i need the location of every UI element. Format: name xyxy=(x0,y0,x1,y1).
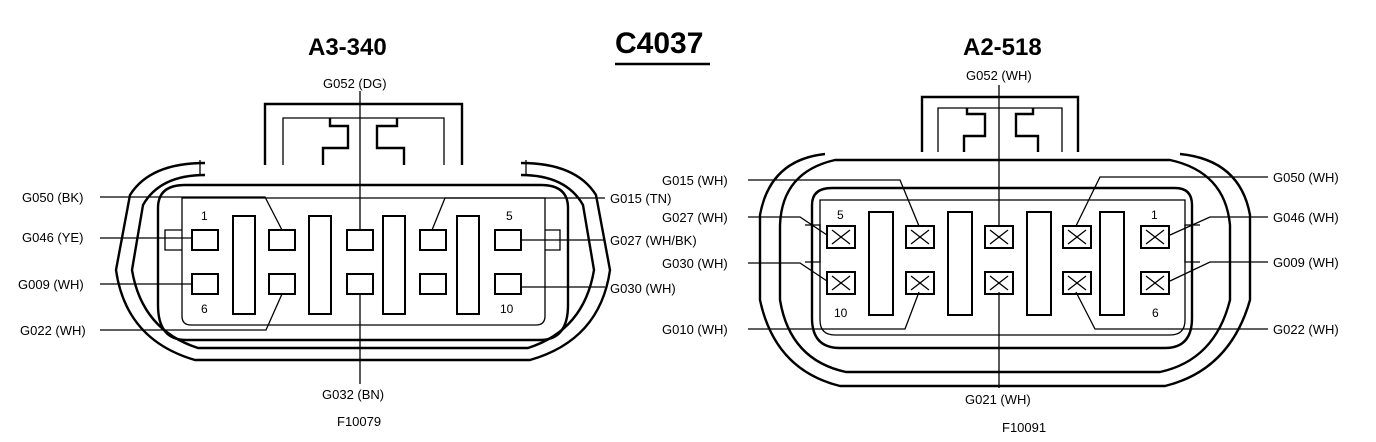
left-wire-label: G010 (WH) xyxy=(662,322,728,337)
pin-8 xyxy=(346,273,374,295)
pin-terminal xyxy=(905,225,935,249)
left-wire-label: G009 (WH) xyxy=(18,277,84,292)
figure-id: F10091 xyxy=(1002,420,1046,435)
left-wire-label: G046 (YE) xyxy=(22,230,83,245)
pin-terminal xyxy=(1140,271,1170,295)
pin-9 xyxy=(419,273,447,295)
pin-terminal xyxy=(1062,225,1092,249)
pin-terminal xyxy=(1062,271,1092,295)
left-wire-label: G022 (WH) xyxy=(20,323,86,338)
pin-6 xyxy=(191,273,219,295)
pin-number-6: 6 xyxy=(1152,306,1159,320)
pin-terminal xyxy=(984,225,1014,249)
diagram-title: C4037 xyxy=(615,27,703,60)
right-wire-label: G046 (WH) xyxy=(1273,210,1339,225)
pin-number-5: 5 xyxy=(837,208,844,222)
leader-lines xyxy=(748,85,1268,388)
pin-number-1: 1 xyxy=(1151,208,1158,222)
pin-number-6: 6 xyxy=(201,302,208,316)
connector-name: A3-340 xyxy=(308,34,387,61)
pin-5 xyxy=(494,229,522,251)
outer-shell xyxy=(758,152,1252,388)
left-wire-label: G027 (WH) xyxy=(662,210,728,225)
pin-4 xyxy=(419,229,447,251)
pin-10 xyxy=(494,273,522,295)
left-wire-label: G015 (WH) xyxy=(662,173,728,188)
pin-number-10: 10 xyxy=(834,306,848,320)
pin-7 xyxy=(268,273,296,295)
connector-a2-518: A2-518 5 1 10 6 xyxy=(662,34,1339,435)
pin-terminal xyxy=(984,271,1014,295)
connector-name: A2-518 xyxy=(963,34,1042,61)
connector-a3-340: A3-340 xyxy=(18,34,697,429)
pin-number-1: 1 xyxy=(201,209,208,223)
figure-id: F10079 xyxy=(337,414,381,429)
pin-number-10: 10 xyxy=(500,302,514,316)
pin-terminal xyxy=(905,271,935,295)
right-wire-label: G050 (WH) xyxy=(1273,170,1339,185)
outer-shell xyxy=(114,160,612,362)
pin-terminal xyxy=(826,271,856,295)
pin-terminals xyxy=(826,225,1170,295)
left-wire-label: G050 (BK) xyxy=(22,190,83,205)
pin-terminal xyxy=(826,225,856,249)
pin-2 xyxy=(268,229,296,251)
bottom-wire-label: G021 (WH) xyxy=(965,392,1031,407)
leader-lines xyxy=(100,91,605,384)
cavity-partitions xyxy=(232,215,480,315)
pin-number-5: 5 xyxy=(506,209,513,223)
right-wire-label: G027 (WH/BK) xyxy=(610,233,697,248)
right-wire-label: G030 (WH) xyxy=(610,281,676,296)
left-wire-label: G030 (WH) xyxy=(662,256,728,271)
cavity-partitions xyxy=(868,211,1125,316)
right-wire-label: G009 (WH) xyxy=(1273,255,1339,270)
latch-housing xyxy=(263,102,464,165)
pin-3 xyxy=(346,229,374,251)
pin-terminal xyxy=(1140,225,1170,249)
top-wire-label: G052 (WH) xyxy=(966,68,1032,83)
pin-1 xyxy=(191,229,219,251)
latch-housing xyxy=(920,95,1080,152)
right-wire-label: G022 (WH) xyxy=(1273,322,1339,337)
right-wire-label: G015 (TN) xyxy=(610,191,671,206)
top-wire-label: G052 (DG) xyxy=(323,76,387,91)
bottom-wire-label: G032 (BN) xyxy=(322,387,384,402)
